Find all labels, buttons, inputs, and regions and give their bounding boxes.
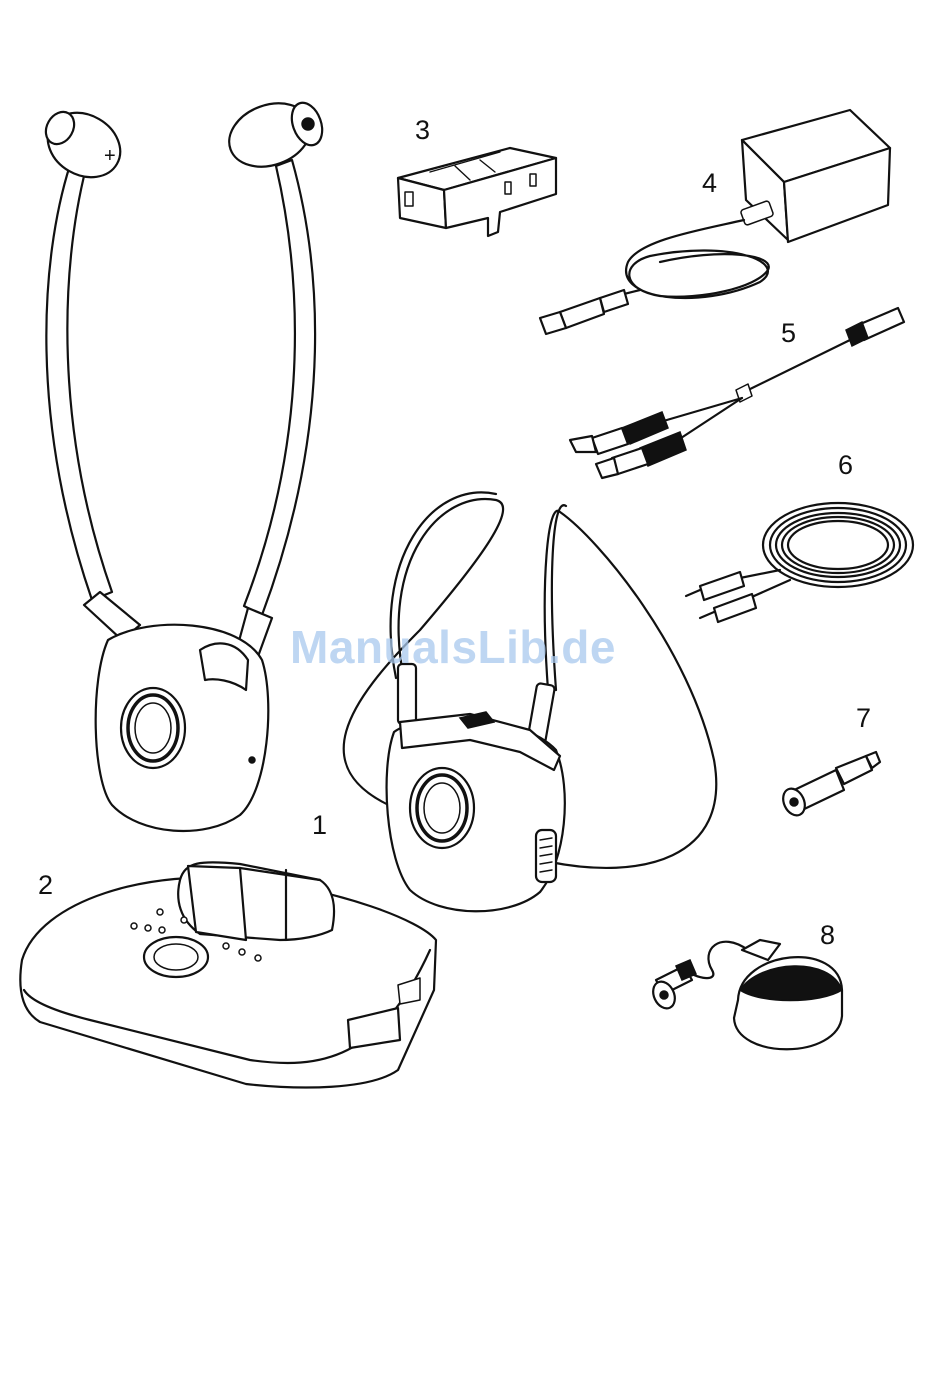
label-item-7: 7	[856, 705, 871, 732]
receiver-button	[410, 768, 474, 848]
right-ear-tip	[220, 92, 327, 177]
label-item-6: 6	[838, 452, 853, 479]
watermark: ManualsLib.de	[290, 620, 616, 674]
rca-y-cable	[570, 308, 904, 478]
audio-cable-coil	[686, 503, 913, 622]
label-item-2: 2	[38, 872, 53, 899]
svg-text:+: +	[104, 145, 116, 167]
label-item-1: 1	[312, 812, 327, 839]
left-ear-tip: +	[36, 100, 132, 190]
label-item-3: 3	[415, 117, 430, 144]
battery-pack	[398, 148, 556, 236]
base-station	[20, 862, 436, 1087]
power-adapter	[540, 110, 890, 334]
label-item-8: 8	[820, 922, 835, 949]
headset-button	[121, 688, 185, 768]
neckloop-receiver	[344, 492, 717, 911]
tv-microphone	[649, 940, 842, 1049]
label-item-4: 4	[702, 170, 717, 197]
label-item-5: 5	[781, 320, 796, 347]
jack-adapter	[779, 752, 880, 819]
stethoscope-headset: +	[36, 92, 328, 831]
